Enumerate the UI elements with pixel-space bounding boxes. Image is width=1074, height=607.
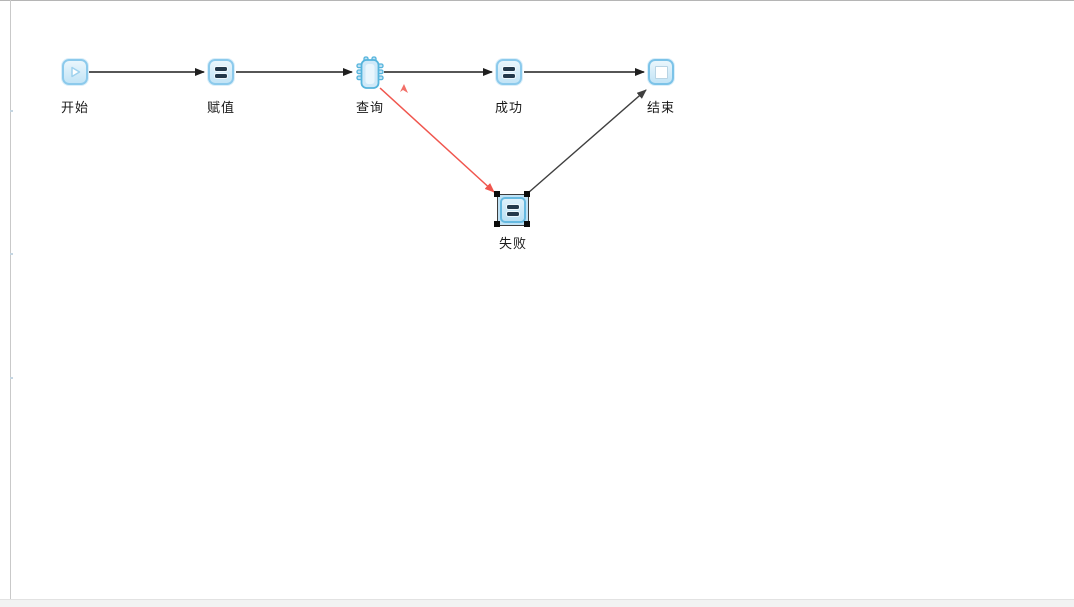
end-node-box [648, 59, 674, 85]
edge-query-to-fail[interactable] [379, 87, 495, 193]
node-end[interactable] [648, 59, 674, 85]
node-success[interactable] [496, 59, 522, 85]
selection-handle-top-left[interactable] [494, 191, 500, 197]
canvas-edge-tick [10, 377, 13, 379]
assign-icon [215, 66, 227, 78]
start-node-box [62, 59, 88, 85]
node-fail[interactable] [497, 194, 529, 226]
node-label-end: 结束 [646, 100, 675, 115]
node-label-assign: 赋值 [206, 100, 235, 115]
selection-handle-top-right[interactable] [524, 191, 530, 197]
assign-icon [503, 66, 515, 78]
canvas-top-border [0, 0, 1074, 1]
node-label-query: 查询 [355, 100, 384, 115]
canvas-edge-tick [10, 253, 13, 255]
fail-node-box [500, 197, 526, 223]
assign-icon [507, 204, 519, 216]
success-node-box [496, 59, 522, 85]
stop-icon [654, 65, 668, 79]
horizontal-scrollbar[interactable] [0, 599, 1074, 607]
canvas-left-border [10, 0, 11, 599]
node-query[interactable] [356, 56, 384, 96]
selection-handle-bottom-right[interactable] [524, 221, 530, 227]
node-start[interactable] [62, 59, 88, 85]
query-icon [356, 56, 384, 89]
assign-node-box [208, 59, 234, 85]
node-label-start: 开始 [60, 100, 89, 115]
node-label-success: 成功 [494, 100, 523, 115]
node-label-fail: 失败 [498, 236, 527, 251]
canvas-edge-tick [10, 110, 13, 112]
play-icon [71, 66, 81, 78]
node-assign[interactable] [208, 59, 234, 85]
selection-handle-bottom-left[interactable] [494, 221, 500, 227]
selected-edge-marker-icon [400, 84, 408, 93]
edge-fail-to-end[interactable] [527, 89, 647, 194]
